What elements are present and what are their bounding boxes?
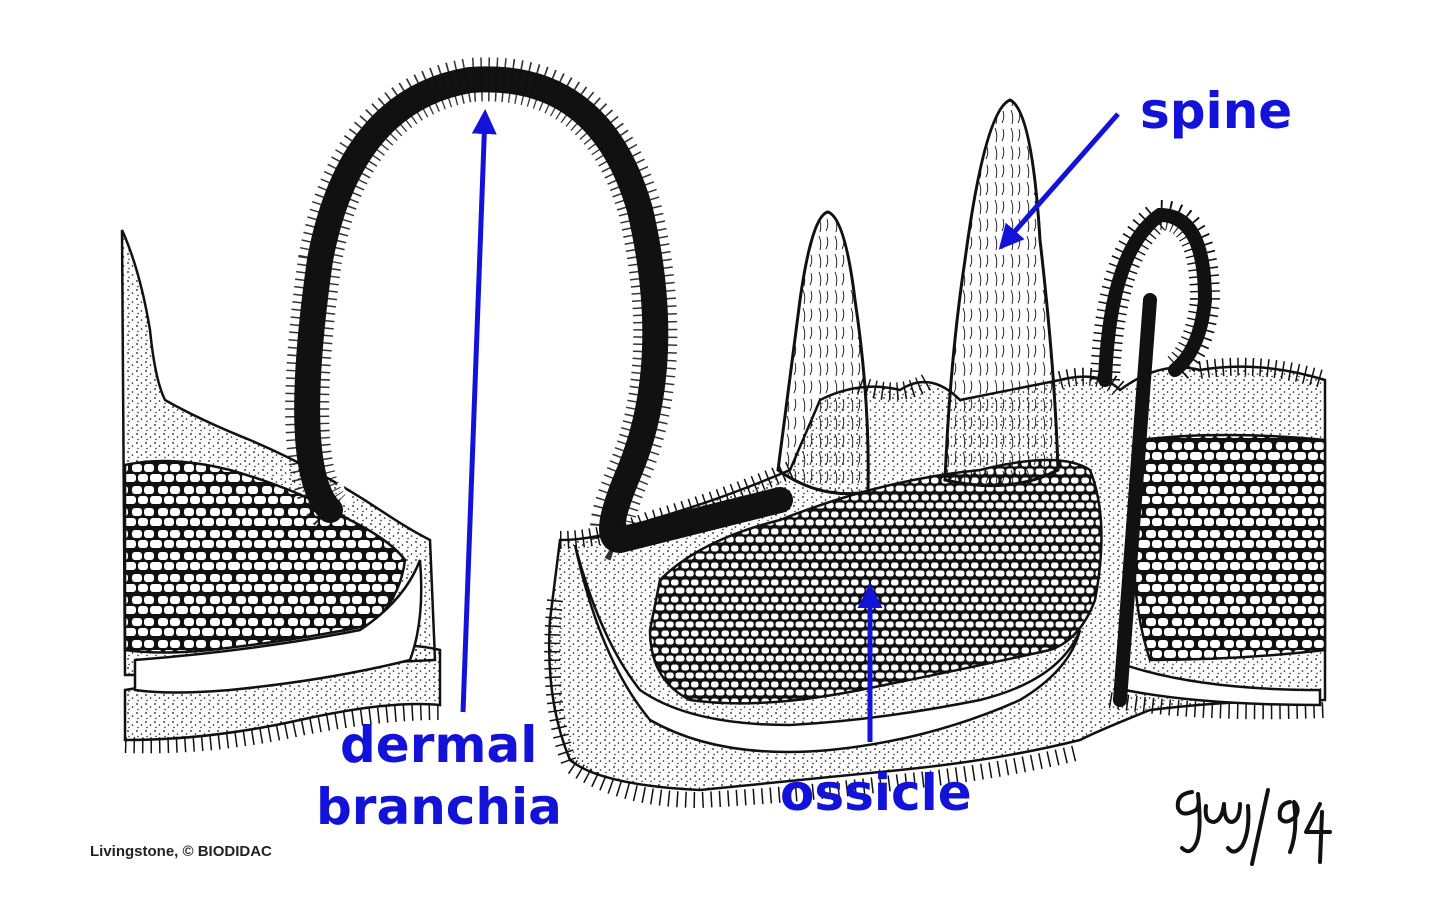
left-canal	[133, 559, 423, 694]
central-ossicle	[648, 458, 1103, 705]
right-papula-cilia	[1090, 199, 1221, 382]
dermal-branchia-arrow	[460, 109, 497, 713]
dermal-branchia-label-line2: branchia	[316, 778, 562, 836]
artist-signature	[1175, 788, 1332, 866]
dermal-branchia-lumen	[330, 104, 627, 507]
ossicle-label: ossicle	[780, 764, 972, 822]
dermal-branchia-outer	[294, 66, 793, 554]
left-ossicle	[123, 459, 407, 654]
right-ossicle	[1132, 433, 1327, 662]
outer-surface-cilia	[559, 357, 1328, 549]
spine-label: spine	[1140, 82, 1293, 140]
right-canal	[1123, 663, 1322, 707]
small-spine	[776, 210, 870, 496]
central-canal	[573, 544, 1082, 754]
dermal-branchia-label-line1: dermal	[340, 716, 538, 774]
right-papula-canal	[1116, 299, 1154, 701]
large-spine	[943, 98, 1060, 488]
spine-arrow	[998, 112, 1120, 250]
image-credit: Livingstone, © BIODIDAC	[90, 843, 272, 860]
